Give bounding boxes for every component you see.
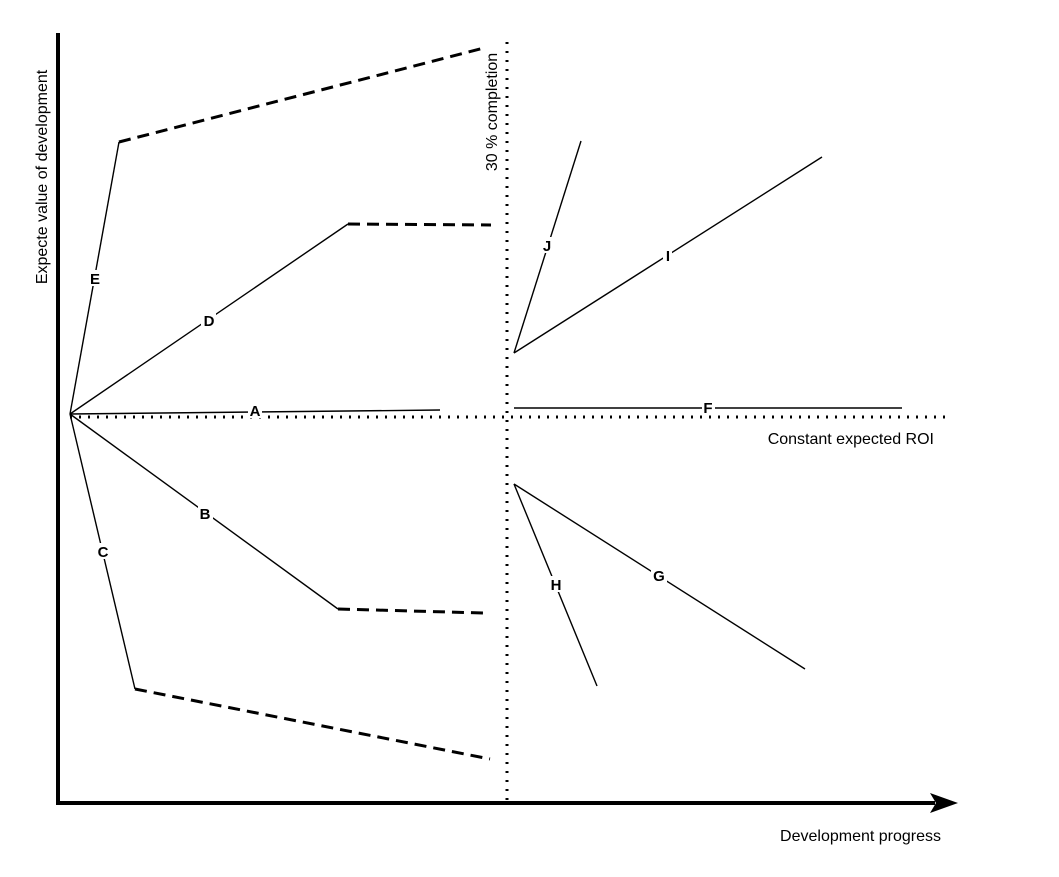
- constant-roi-label: Constant expected ROI: [768, 431, 934, 448]
- path-c-label-text: C: [98, 544, 109, 561]
- path-h-label: H: [548, 576, 563, 594]
- path-g-label: G: [651, 567, 667, 585]
- path-f-label: F: [702, 400, 715, 417]
- path-i-label-text: I: [666, 248, 670, 265]
- path-b-dashed: [337, 607, 485, 615]
- path-e-dashed: [118, 46, 485, 144]
- x-axis-arrowhead: [930, 793, 958, 813]
- path-a-label-text: A: [250, 403, 261, 420]
- path-d-label: D: [201, 312, 216, 330]
- y-axis-label: Expecte value of development: [34, 69, 51, 284]
- path-b-label: B: [198, 505, 213, 523]
- path-b-label-text: B: [200, 506, 211, 523]
- completion-label: 30 % completion: [484, 53, 501, 171]
- path-e-label-text: E: [90, 271, 100, 288]
- path-d-label-text: D: [204, 313, 215, 330]
- path-h-label-text: H: [551, 577, 562, 594]
- path-c-label: C: [95, 543, 110, 561]
- x-axis-label: Development progress: [780, 828, 941, 845]
- path-e-label: E: [88, 270, 102, 288]
- path-a-label: A: [248, 403, 262, 420]
- path-d-dashed: [347, 222, 492, 227]
- path-c-dashed: [134, 687, 491, 761]
- path-f-label-text: F: [703, 400, 712, 417]
- path-j-label-text: J: [543, 238, 551, 255]
- path-g-label-text: G: [653, 568, 665, 585]
- path-i-label: I: [663, 248, 672, 265]
- path-j-label: J: [541, 237, 553, 255]
